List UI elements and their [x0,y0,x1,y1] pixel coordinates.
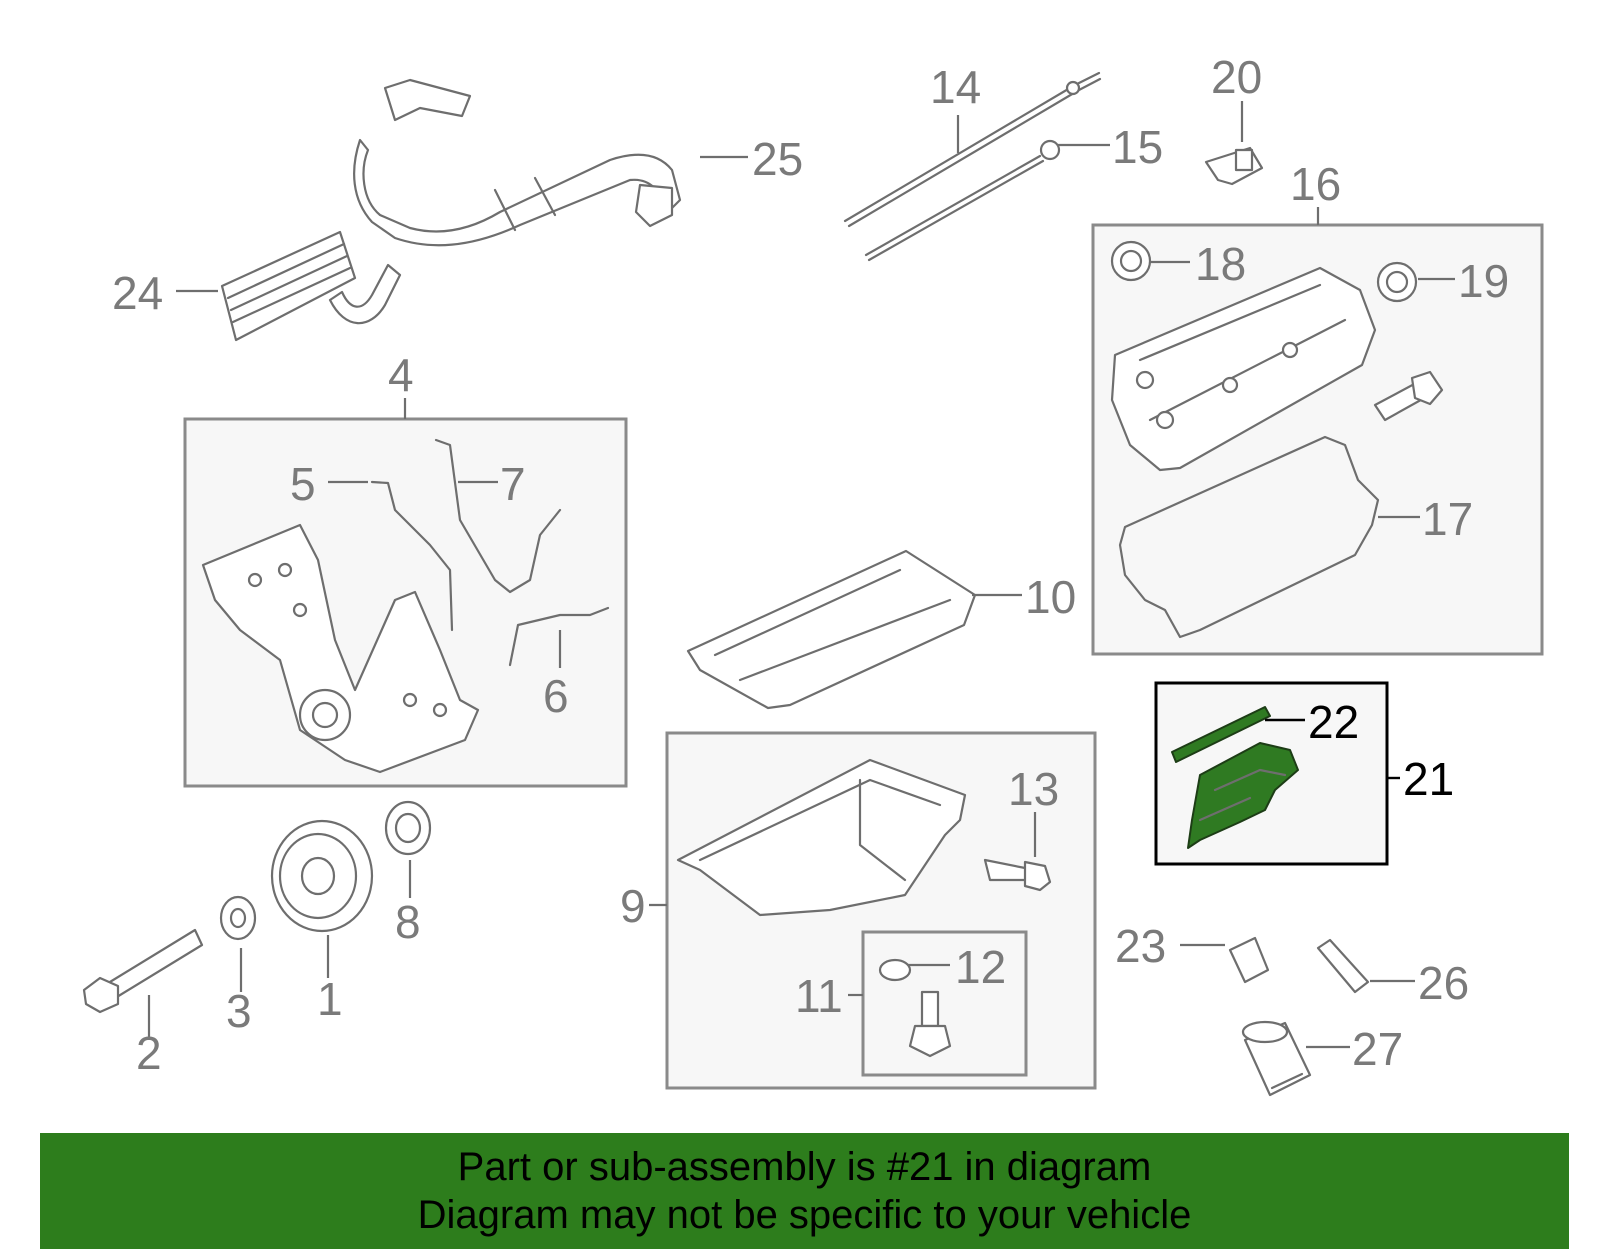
group-box-11 [861,930,1028,1077]
part-10-windage-tray[interactable] [686,549,977,710]
callout-10: 10 [1025,571,1076,623]
part-18-seal[interactable] [1110,240,1152,282]
callout-21: 21 [1403,753,1454,805]
part-16-valve-cover[interactable] [1110,266,1377,472]
part-8-seal[interactable] [384,800,432,856]
callout-17: 17 [1422,493,1473,545]
callout-26: 26 [1418,957,1469,1009]
callout-2: 2 [136,1027,162,1079]
part-24-oil-cooler[interactable] [220,230,402,342]
callout-24: 24 [112,267,163,319]
part-25-hose[interactable] [353,78,682,247]
callout-16: 16 [1290,158,1341,210]
callout-11: 11 [795,970,843,1022]
part-17-gasket[interactable] [1118,435,1380,639]
part-2-bolt[interactable] [82,928,204,1014]
callout-5: 5 [290,458,316,510]
callout-14: 14 [930,61,981,113]
callout-8: 8 [395,896,421,948]
callout-18: 18 [1195,238,1246,290]
banner-line-2: Diagram may not be specific to your vehi… [417,1193,1192,1237]
part-22-gasket[interactable] [1171,706,1271,763]
part-6-gasket[interactable] [508,606,610,667]
part-7-gasket[interactable] [434,438,562,594]
callout-19: 19 [1458,255,1509,307]
callout-23: 23 [1115,920,1166,972]
part-5-gasket[interactable] [370,480,454,632]
part-23-sensor[interactable] [1228,936,1270,984]
part-9-oil-pan[interactable] [676,758,967,917]
info-banner: Part or sub-assembly is #21 in diagram D… [40,1133,1569,1249]
banner-line-1: Part or sub-assembly is #21 in diagram [457,1145,1152,1189]
part-19-seal[interactable] [1376,261,1418,303]
callout-4: 4 [388,349,414,401]
callout-1: 1 [317,973,343,1025]
part-3-washer[interactable] [219,895,257,941]
callout-22: 22 [1308,696,1359,748]
callout-9: 9 [620,880,646,932]
part-11-plug[interactable] [908,990,952,1058]
callout-15: 15 [1112,121,1163,173]
callout-7: 7 [500,458,526,510]
callout-3: 3 [226,985,252,1037]
leader-lines [147,101,1455,1049]
part-27-oil-filter[interactable] [1241,1020,1312,1097]
part-1-damper[interactable] [270,819,374,933]
part-21-oil-pump-pickup[interactable] [1187,742,1299,849]
callout-20: 20 [1211,51,1262,103]
callout-25: 25 [752,133,803,185]
part-14-dipstick-tube[interactable] [843,71,1102,228]
part-4-timing-cover[interactable] [201,523,480,774]
part-20-sensor[interactable] [1204,146,1264,186]
callout-13: 13 [1008,763,1059,815]
part-13-drain-plug[interactable] [983,858,1052,892]
part-15-dipstick[interactable] [864,139,1061,262]
callout-6: 6 [543,670,569,722]
part-26-sensor[interactable] [1316,938,1370,994]
part-12-o-ring[interactable] [878,958,912,982]
callout-12: 12 [955,941,1006,993]
valve-cover-bolt[interactable] [1373,370,1444,422]
callout-27: 27 [1352,1023,1403,1075]
